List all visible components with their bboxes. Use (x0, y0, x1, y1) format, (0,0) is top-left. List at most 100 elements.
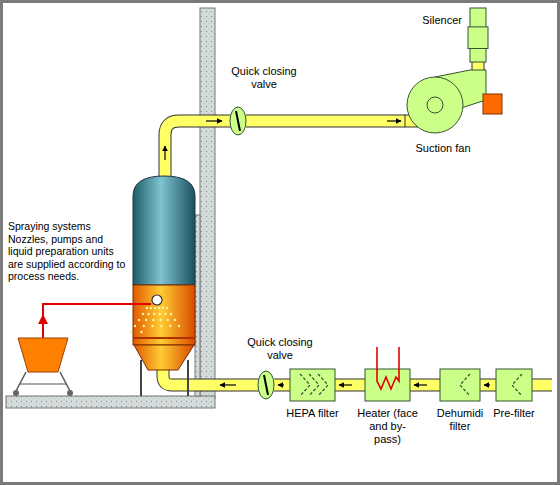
duct-connector (274, 385, 290, 386)
duct-connector (480, 385, 496, 386)
silencer: Silencer (470, 8, 486, 62)
feed-tank (18, 338, 68, 372)
suction-fan: Suction fan (405, 70, 502, 133)
quick-closing-valve: Quick closing valve (258, 371, 274, 399)
node-shape (365, 369, 410, 401)
product-container (133, 285, 195, 345)
exhaust-duct (165, 121, 231, 184)
duct (335, 380, 365, 391)
valve-body (258, 371, 274, 399)
component-label: Quick closing valve (229, 65, 299, 91)
component-label: Pre-filter (493, 407, 535, 420)
duct-connector (478, 62, 479, 70)
vessel-leg (187, 360, 189, 396)
flow-arrow (278, 384, 284, 385)
node-shape (470, 8, 486, 62)
valve-disc (264, 375, 268, 395)
valve-body (230, 107, 246, 135)
duct (480, 380, 496, 391)
spray-droplet (151, 325, 153, 327)
floor-slab (6, 396, 215, 408)
vessel-leg (140, 360, 142, 396)
node-shape (290, 369, 335, 401)
intake-duct (531, 380, 552, 391)
duct (246, 116, 405, 127)
spray-droplet (143, 325, 145, 327)
feed-line (43, 304, 151, 338)
spray-droplet (164, 313, 166, 315)
filter-element (512, 374, 522, 396)
spray-droplet (167, 319, 169, 321)
pre-filter: Pre-filter (496, 369, 532, 401)
component-label: Dehumidi filter (432, 407, 488, 433)
spray-droplet (138, 319, 140, 321)
duct-connector (246, 121, 405, 122)
duct (274, 380, 290, 391)
component-label: Silencer (422, 14, 462, 27)
spray-droplet (146, 307, 148, 309)
cart-leg (60, 372, 70, 391)
duct-outline (274, 379, 290, 392)
duct-connector (335, 385, 365, 386)
intake-duct-outline (531, 379, 552, 392)
flow-arrow (220, 384, 236, 385)
spray-droplet (134, 325, 136, 327)
spray-droplet (153, 313, 155, 315)
cart-leg (16, 372, 26, 391)
spray-droplet (142, 313, 144, 315)
duct-outline (246, 115, 405, 128)
duct-connector (410, 385, 440, 386)
spray-droplet (169, 325, 171, 327)
component-label: HEPA filter (286, 407, 338, 420)
flow-arrow (339, 384, 352, 385)
cart-frame (20, 383, 66, 384)
spray-droplet (178, 325, 180, 327)
duct-outline (410, 379, 440, 392)
duct-outline (335, 379, 365, 392)
hepa-filter: HEPA filter (290, 369, 335, 401)
filter-housing (290, 369, 335, 401)
flow-arrow (484, 384, 490, 385)
node-shape (405, 70, 502, 133)
fan-housing (407, 77, 463, 133)
note-text: Spraying systems Nozzles, pumps and liqu… (8, 220, 130, 283)
exhaust-duct-outline (165, 121, 231, 184)
filter-element (309, 374, 319, 396)
vessel-body (133, 176, 195, 285)
node-shape (440, 369, 480, 401)
spray-droplet (152, 319, 154, 321)
valve-disc (236, 111, 240, 131)
flow-arrow (206, 120, 222, 121)
spray-cone (130, 307, 180, 333)
silencer-cap (468, 27, 488, 49)
node-shape (230, 107, 246, 135)
filter-housing (440, 369, 480, 401)
spray-droplet (150, 307, 152, 309)
fan-hub (427, 97, 443, 113)
heater-housing (365, 369, 410, 401)
spray-droplet (162, 307, 164, 309)
spray-droplet (160, 325, 162, 327)
spray-droplet (154, 307, 156, 309)
feed-arrow (38, 314, 48, 324)
component-label: Suction fan (415, 142, 470, 155)
flow-arrow (387, 120, 401, 121)
spray-droplet (145, 319, 147, 321)
distributor-plate (133, 337, 195, 339)
filter-element (460, 374, 470, 396)
flow-arrow (164, 146, 165, 160)
duct-outline (480, 379, 496, 392)
filter-element (300, 374, 310, 396)
filter-housing (496, 369, 532, 401)
duct-outline (472, 62, 485, 70)
node-shape (258, 371, 274, 399)
spray-nozzle (152, 295, 162, 305)
dehumidifier-filter: Dehumidi filter (440, 369, 480, 401)
component-label: Heater (face and by-pass) (357, 407, 419, 447)
air-heater: Heater (face and by-pass) (365, 369, 410, 401)
duct (473, 62, 484, 70)
heater-element (377, 347, 399, 389)
duct (410, 380, 440, 391)
cart-wheel (67, 390, 73, 396)
